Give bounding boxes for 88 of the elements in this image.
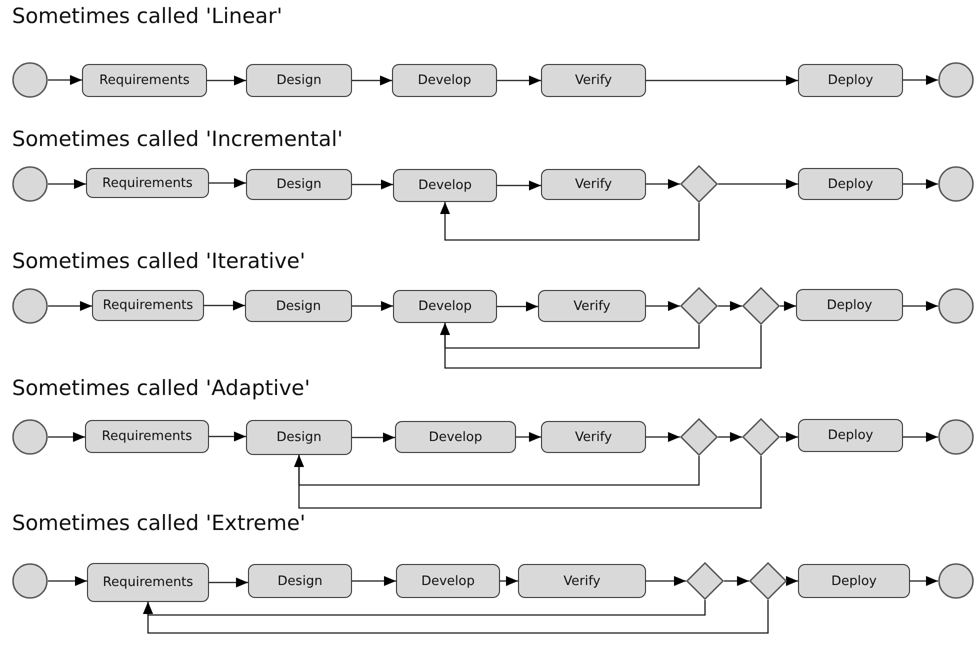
arrow (209, 578, 248, 588)
process-box: Requirements (86, 168, 209, 198)
arrow (48, 179, 86, 189)
arrow (497, 180, 541, 190)
arrow (646, 76, 798, 86)
process-box: Requirements (87, 563, 209, 602)
arrow (516, 432, 541, 442)
arrow (143, 600, 769, 634)
arrow (352, 180, 393, 190)
section-title: Sometimes called 'Linear' (12, 4, 282, 28)
section-title: Sometimes called 'Adaptive' (12, 376, 310, 400)
arrow (903, 75, 938, 85)
process-box: Design (245, 290, 352, 322)
process-box: Verify (538, 290, 646, 322)
arrow (294, 455, 762, 509)
arrow (352, 576, 396, 586)
process-box: Design (246, 64, 352, 97)
arrow (352, 76, 392, 86)
arrow (352, 301, 393, 311)
arrow (204, 300, 245, 310)
arrow (646, 432, 680, 442)
process-box: Design (248, 564, 352, 598)
arrow (910, 576, 938, 586)
arrow (780, 301, 796, 311)
terminal-circle (938, 166, 974, 202)
section-title: Sometimes called 'Incremental' (12, 127, 343, 151)
arrow (48, 301, 92, 311)
arrow (440, 202, 700, 241)
arrow (48, 75, 82, 85)
terminal-circle (938, 288, 974, 324)
section-title: Sometimes called 'Extreme' (12, 511, 306, 535)
process-box: Verify (541, 169, 646, 200)
decision-diamond (749, 562, 787, 600)
arrow (497, 302, 538, 312)
decision-diamond (680, 287, 718, 325)
process-box: Develop (393, 169, 497, 202)
terminal-circle (12, 288, 48, 324)
process-box: Requirements (85, 420, 209, 453)
process-box: Verify (518, 564, 646, 598)
arrow (207, 76, 246, 86)
terminal-circle (12, 166, 48, 202)
arrow (786, 576, 798, 586)
arrow (500, 576, 518, 586)
terminal-circle (938, 563, 974, 599)
arrow (48, 576, 87, 586)
process-box: Develop (396, 564, 500, 598)
arrow (903, 179, 938, 189)
arrow (497, 76, 541, 86)
arrow (780, 432, 798, 442)
process-box: Deploy (798, 64, 903, 97)
terminal-circle (12, 62, 48, 98)
terminal-circle (12, 419, 48, 455)
process-box: Design (246, 169, 352, 200)
process-box: Verify (541, 421, 646, 453)
arrow (903, 432, 938, 442)
process-box: Verify (541, 64, 646, 97)
arrow (724, 576, 749, 586)
process-box: Requirements (92, 290, 204, 321)
process-box: Deploy (798, 419, 903, 452)
arrow (718, 179, 798, 189)
process-box: Develop (392, 64, 497, 97)
arrow (209, 432, 246, 442)
arrow (352, 432, 395, 442)
terminal-circle (938, 62, 974, 98)
process-box: Requirements (82, 64, 207, 97)
decision-diamond (686, 562, 724, 600)
terminal-circle (12, 563, 48, 599)
process-box: Develop (395, 421, 516, 453)
arrow (646, 576, 686, 586)
arrow (718, 301, 742, 311)
arrow (48, 432, 85, 442)
decision-diamond (742, 287, 780, 325)
process-box: Design (246, 420, 352, 455)
arrow (646, 301, 680, 311)
terminal-circle (938, 419, 974, 455)
arrow (903, 301, 938, 311)
process-box: Develop (393, 290, 497, 323)
decision-diamond (742, 418, 780, 456)
process-box: Deploy (796, 289, 903, 321)
arrow (718, 432, 742, 442)
arrow (440, 323, 762, 369)
process-box: Deploy (798, 168, 903, 200)
process-box: Deploy (798, 564, 910, 598)
decision-diamond (680, 165, 718, 203)
decision-diamond (680, 418, 718, 456)
arrow (646, 179, 680, 189)
arrow (209, 178, 246, 188)
section-title: Sometimes called 'Iterative' (12, 249, 306, 273)
